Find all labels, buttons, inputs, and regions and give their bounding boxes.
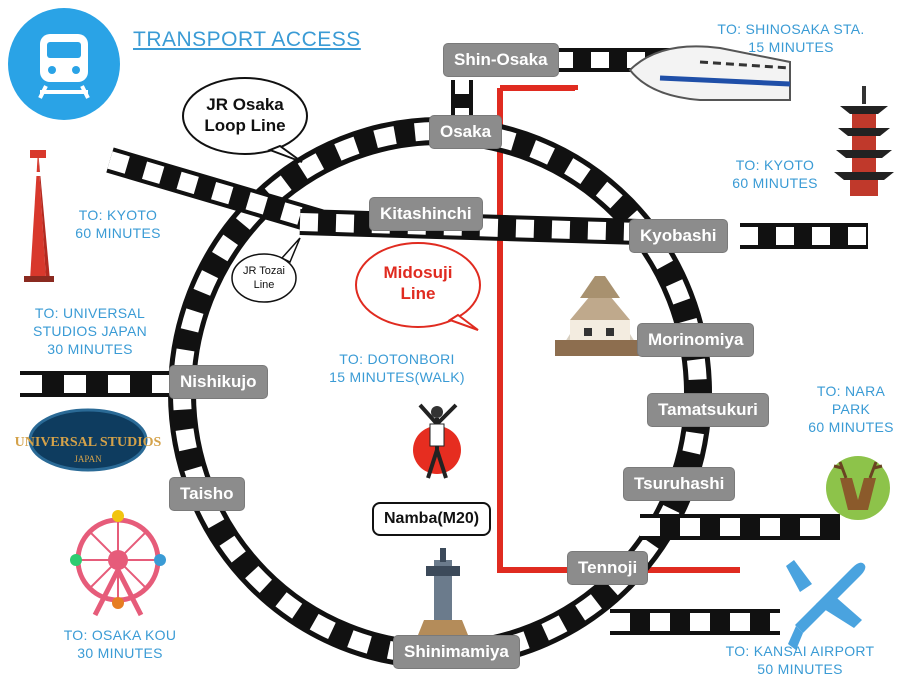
ferris-wheel-icon: [70, 510, 166, 617]
train-icon: [8, 8, 120, 120]
midosuji-line-bubble: [355, 242, 481, 331]
loop-line-bubble: [182, 77, 308, 163]
dest-dotonbori: TO: DOTONBORI 15 MINUTES(WALK): [329, 351, 465, 385]
station-nishikujo[interactable]: Nishikujo: [170, 366, 267, 398]
dest-shinosaka-sta: TO: SHINOSAKA STA. 15 MINUTES: [717, 21, 865, 55]
midosuji-line: [497, 85, 600, 573]
loop-line-label: JR Osaka Loop Line: [204, 95, 286, 135]
universal-logo-text: UNIVERSAL STUDIOS: [15, 435, 162, 450]
pagoda-icon: [834, 86, 894, 196]
tozai-line-label: JR Tozai Line: [243, 265, 285, 291]
tower-icon: [24, 150, 54, 282]
airplane-icon: [786, 560, 866, 650]
castle-icon: [555, 276, 645, 356]
station-shinimamiya[interactable]: Shinimamiya: [394, 636, 519, 668]
page-title: TRANSPORT ACCESS: [133, 28, 361, 51]
dest-kyoto-right: TO: KYOTO 60 MINUTES: [732, 157, 818, 191]
universal-studios-logo: UNIVERSAL STUDIOS JAPAN: [15, 408, 162, 472]
tsutenkaku-icon: [416, 548, 470, 640]
shinkansen-icon: [628, 45, 791, 101]
dest-osaka-kou: TO: OSAKA KOU 30 MINUTES: [63, 627, 177, 661]
station-morinomiya[interactable]: Morinomiya: [638, 324, 754, 356]
dest-nara: TO: NARA PARK 60 MINUTES: [808, 383, 894, 435]
deer-icon: [826, 456, 890, 520]
station-kitashinchi[interactable]: Kitashinchi: [370, 198, 482, 230]
tozai-line-bubble: [231, 237, 301, 303]
dest-kyoto-left: TO: KYOTO 60 MINUTES: [75, 207, 161, 241]
station-namba[interactable]: Namba(M20): [372, 502, 492, 536]
dest-kansai-airport: TO: KANSAI AIRPORT 50 MINUTES: [725, 643, 875, 677]
runner-icon: [413, 403, 461, 479]
station-shin-osaka[interactable]: Shin-Osaka: [444, 44, 558, 76]
station-tsuruhashi[interactable]: Tsuruhashi: [624, 468, 735, 500]
station-osaka[interactable]: Osaka: [430, 116, 502, 148]
rail-segments: [20, 48, 868, 635]
svg-text:JAPAN: JAPAN: [74, 454, 102, 464]
station-kyobashi[interactable]: Kyobashi: [630, 220, 727, 252]
station-taisho[interactable]: Taisho: [170, 478, 244, 510]
station-tennoji[interactable]: Tennoji: [568, 552, 648, 584]
midosuji-line-label: Midosuji Line: [383, 263, 453, 303]
station-tamatsukuri[interactable]: Tamatsukuri: [648, 394, 768, 426]
dest-universal: TO: UNIVERSAL STUDIOS JAPAN 30 MINUTES: [32, 305, 148, 357]
